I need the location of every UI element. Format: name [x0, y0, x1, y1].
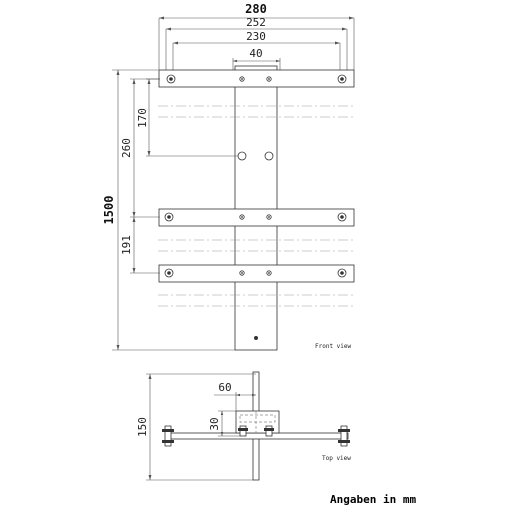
dimension-30: 30	[208, 410, 240, 437]
dimension-280-label: 280	[245, 2, 267, 16]
top-view-bolt-left	[162, 425, 174, 447]
top-view-bolt-right	[338, 425, 350, 447]
dimension-40-label: 40	[249, 47, 262, 60]
crossbar-top	[158, 69, 355, 88]
dimension-252: 252	[165, 16, 348, 72]
dimension-230: 230	[172, 30, 341, 74]
dimension-191-label: 191	[120, 235, 133, 255]
front-view-label: Front view	[315, 343, 352, 350]
dimension-150-label: 150	[136, 417, 149, 437]
dimension-170-label: 170	[136, 108, 149, 128]
dimension-260-label: 260	[120, 138, 133, 158]
top-view-label: Top view	[322, 455, 351, 462]
dimension-260: 260	[120, 78, 160, 218]
post-hole-right	[264, 151, 274, 161]
dimension-170: 170	[136, 78, 238, 157]
dimension-280: 280	[158, 2, 355, 70]
dimension-191: 191	[120, 217, 160, 274]
top-view-crossbar	[165, 432, 349, 440]
dimension-230-label: 230	[246, 30, 266, 43]
dimension-1500: 1500	[102, 69, 235, 351]
top-view: 150 60 30 Top view	[136, 371, 351, 481]
dimension-60-label: 60	[218, 381, 231, 394]
dimension-150: 150	[136, 373, 256, 481]
crossbar-middle	[158, 208, 355, 227]
post-bottom-hole	[254, 336, 258, 340]
dimension-30-label: 30	[208, 417, 221, 430]
front-view: 280 252 230 40	[102, 2, 355, 351]
dimension-252-label: 252	[246, 16, 266, 29]
dimension-40: 40	[232, 47, 281, 70]
post-hole-left	[237, 151, 247, 161]
units-note: Angaben in mm	[330, 493, 416, 506]
dimension-60: 60	[214, 381, 256, 411]
top-view-clamp	[235, 410, 280, 437]
crossbar-bottom	[158, 264, 355, 283]
dimension-1500-label: 1500	[102, 196, 116, 225]
